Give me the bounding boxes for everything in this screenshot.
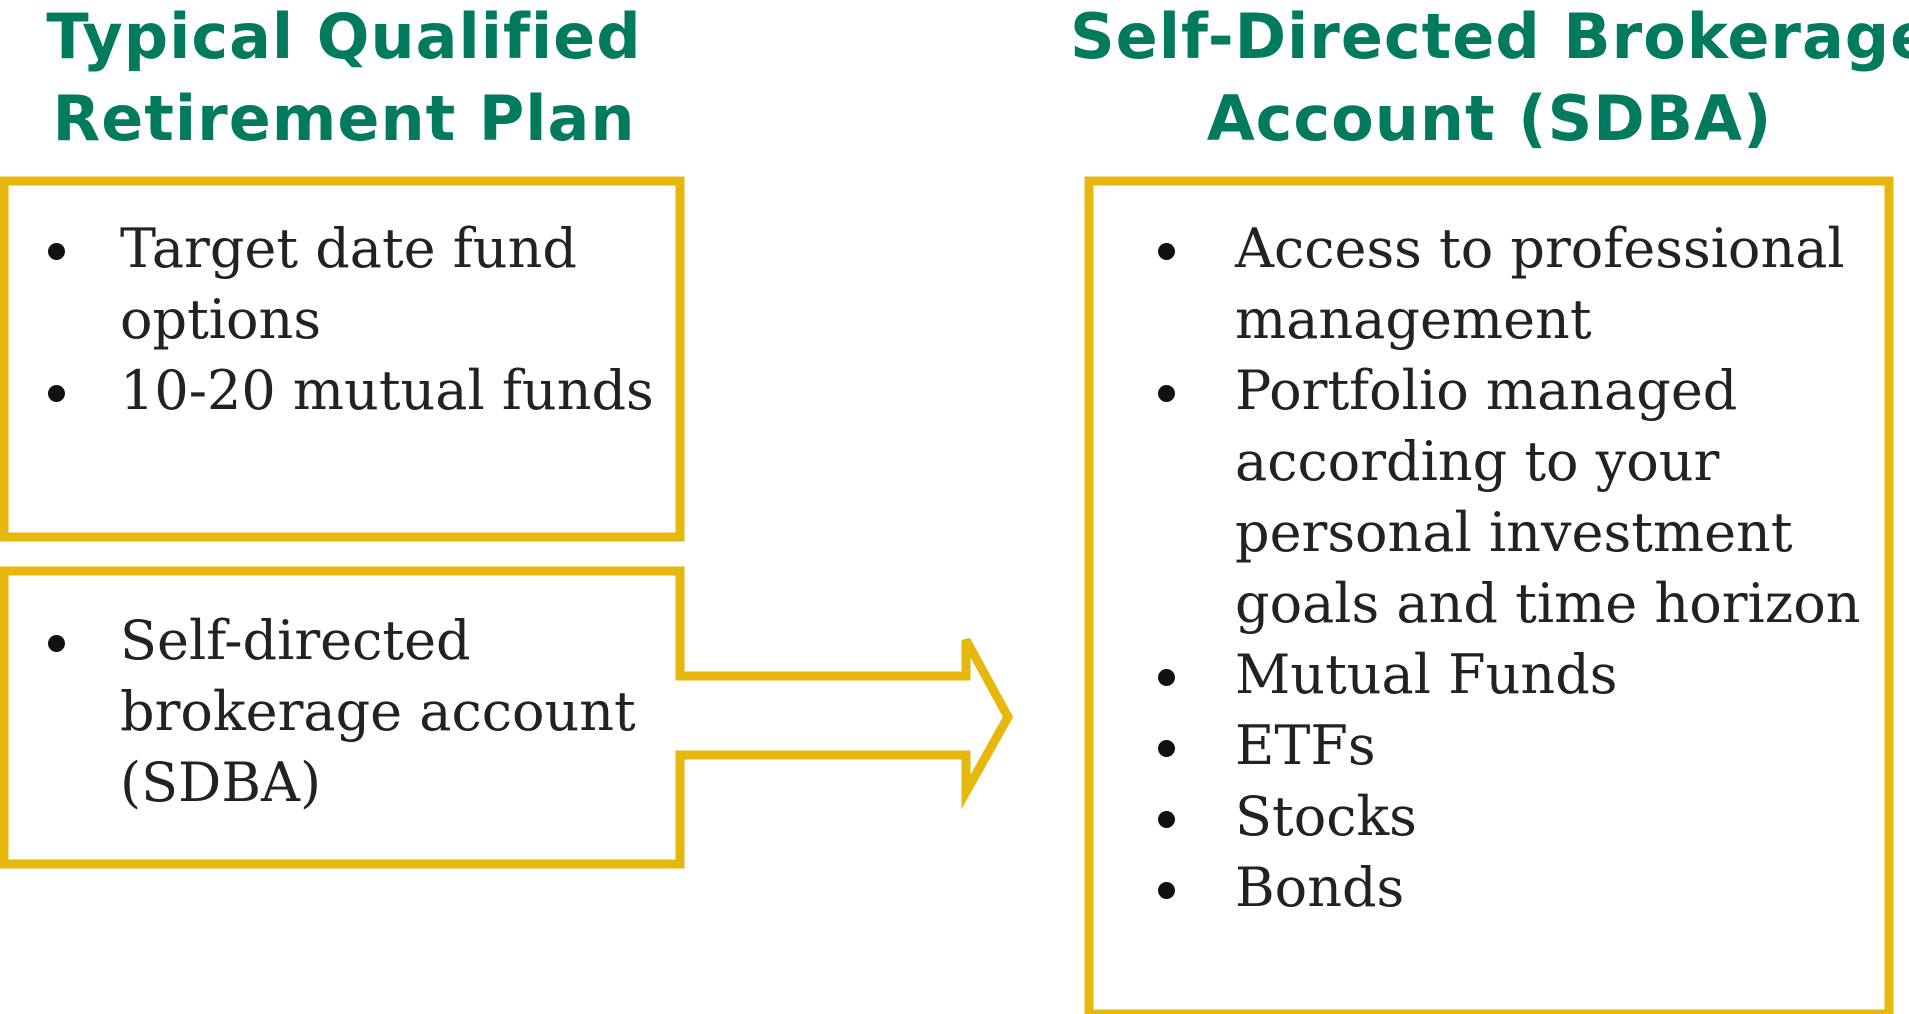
sdba-heading: Self-Directed Brokerage Account (SDBA)	[1070, 0, 1909, 160]
sdba-features-panel: Access to professional management Portfo…	[1110, 213, 1890, 923]
list-item: Mutual Funds	[1110, 639, 1890, 710]
sdba-option-panel: Self-directed brokerage account (SDBA)	[2, 605, 682, 818]
sdba-option-arrow-box-outline	[0, 566, 1014, 869]
list-item: Target date fund options	[2, 213, 682, 355]
list-item: Stocks	[1110, 781, 1890, 852]
typical-plan-heading: Typical Qualified Retirement Plan	[0, 0, 688, 160]
plan-options-panel: Target date fund options 10-20 mutual fu…	[2, 213, 682, 426]
list-item: ETFs	[1110, 710, 1890, 781]
list-item: Bonds	[1110, 852, 1890, 923]
typical-plan-heading-line-2: Retirement Plan	[52, 82, 636, 155]
list-item: 10-20 mutual funds	[2, 355, 682, 426]
list-item: Self-directed brokerage account (SDBA)	[2, 605, 682, 818]
sdba-heading-line-2: Account (SDBA)	[1206, 82, 1773, 155]
list-item: Portfolio managed according to your pers…	[1110, 355, 1890, 639]
sdba-features-list: Access to professional management Portfo…	[1110, 213, 1890, 923]
typical-plan-heading-line-1: Typical Qualified	[46, 0, 642, 73]
plan-options-box	[0, 176, 685, 542]
plan-options-list: Target date fund options 10-20 mutual fu…	[2, 213, 682, 426]
sdba-option-list: Self-directed brokerage account (SDBA)	[2, 605, 682, 818]
sdba-heading-line-1: Self-Directed Brokerage	[1070, 0, 1909, 73]
sdba-features-box	[1084, 176, 1894, 1014]
list-item: Access to professional management	[1110, 213, 1890, 355]
